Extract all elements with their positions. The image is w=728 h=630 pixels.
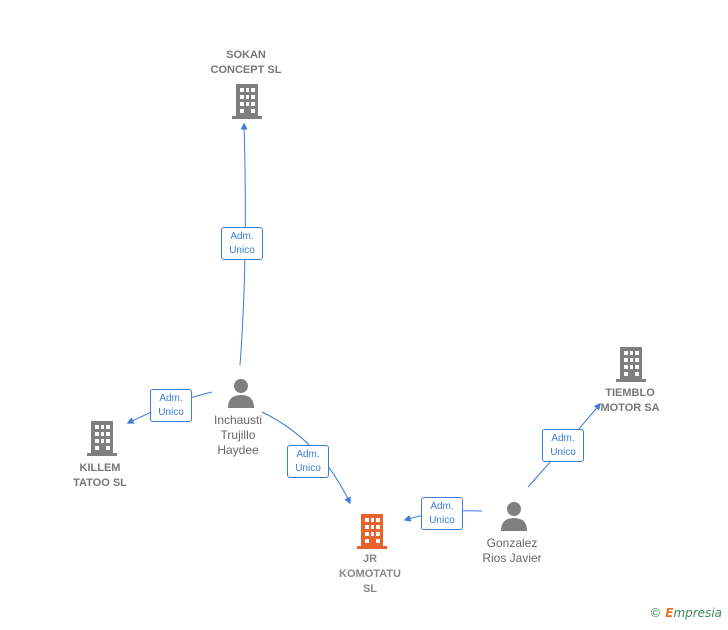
edge-label-line: Adm. xyxy=(430,501,454,512)
edge-label-line: Unico xyxy=(158,407,184,418)
edge-label-inchausti-killem[interactable]: Adm. Unico xyxy=(150,389,192,422)
person-icon[interactable] xyxy=(500,501,528,531)
brand-name: mpresia xyxy=(673,606,722,620)
person-name-line: Trujillo xyxy=(220,428,256,442)
edge-label-inchausti-jr[interactable]: Adm. Unico xyxy=(287,445,329,478)
company-name-line: CONCEPT SL xyxy=(210,64,282,76)
person-name-line: Haydee xyxy=(217,443,259,457)
person-name-line: Inchausti xyxy=(213,413,263,427)
building-icon[interactable] xyxy=(616,347,646,382)
company-name-line: MOTOR SA xyxy=(600,402,660,414)
edge-label-line: Adm. xyxy=(159,393,183,404)
copyright-symbol: © xyxy=(649,606,662,620)
company-label-jr-komotatu[interactable]: JR KOMOTATU SL xyxy=(320,552,420,597)
company-label-tiemblo[interactable]: TIEMBLO MOTOR SA xyxy=(590,386,670,416)
person-name-line: Gonzalez xyxy=(486,536,538,550)
edge-label-gonzalez-tiemblo[interactable]: Adm. Unico xyxy=(542,429,584,462)
company-name-line: SOKAN xyxy=(226,49,266,61)
edge-label-line: Unico xyxy=(229,245,255,256)
company-label-sokan[interactable]: SOKAN CONCEPT SL xyxy=(196,48,296,78)
company-name-line: TIEMBLO xyxy=(605,387,655,399)
edge-label-line: Adm. xyxy=(296,449,320,460)
person-icon[interactable] xyxy=(227,378,255,408)
edge-label-line: Adm. xyxy=(551,433,575,444)
person-label-gonzalez[interactable]: Gonzalez Rios Javier xyxy=(466,536,558,566)
company-label-killem[interactable]: KILLEM TATOO SL xyxy=(50,461,150,491)
empresia-logo: © Empresia xyxy=(649,606,722,620)
company-name-line: JR xyxy=(362,553,378,565)
company-name-line: KOMOTATU xyxy=(339,568,401,580)
building-icon-main[interactable] xyxy=(357,514,387,549)
person-label-inchausti[interactable]: Inchausti Trujillo Haydee xyxy=(196,413,280,458)
edge-label-line: Unico xyxy=(295,463,321,474)
building-icon[interactable] xyxy=(87,421,117,456)
edge-label-line: Adm. xyxy=(230,231,254,242)
edge-label-line: Unico xyxy=(550,447,576,458)
edge-label-gonzalez-jr[interactable]: Adm. Unico xyxy=(421,497,463,530)
company-name-line: TATOO SL xyxy=(73,477,127,489)
company-name-line: KILLEM xyxy=(79,462,121,474)
company-name-line: SL xyxy=(362,583,378,595)
building-icon[interactable] xyxy=(232,84,262,119)
edge-label-line: Unico xyxy=(429,515,455,526)
person-name-line: Rios Javier xyxy=(482,551,542,565)
edge-label-inchausti-sokan[interactable]: Adm. Unico xyxy=(221,227,263,260)
brand-initial: E xyxy=(665,606,674,620)
